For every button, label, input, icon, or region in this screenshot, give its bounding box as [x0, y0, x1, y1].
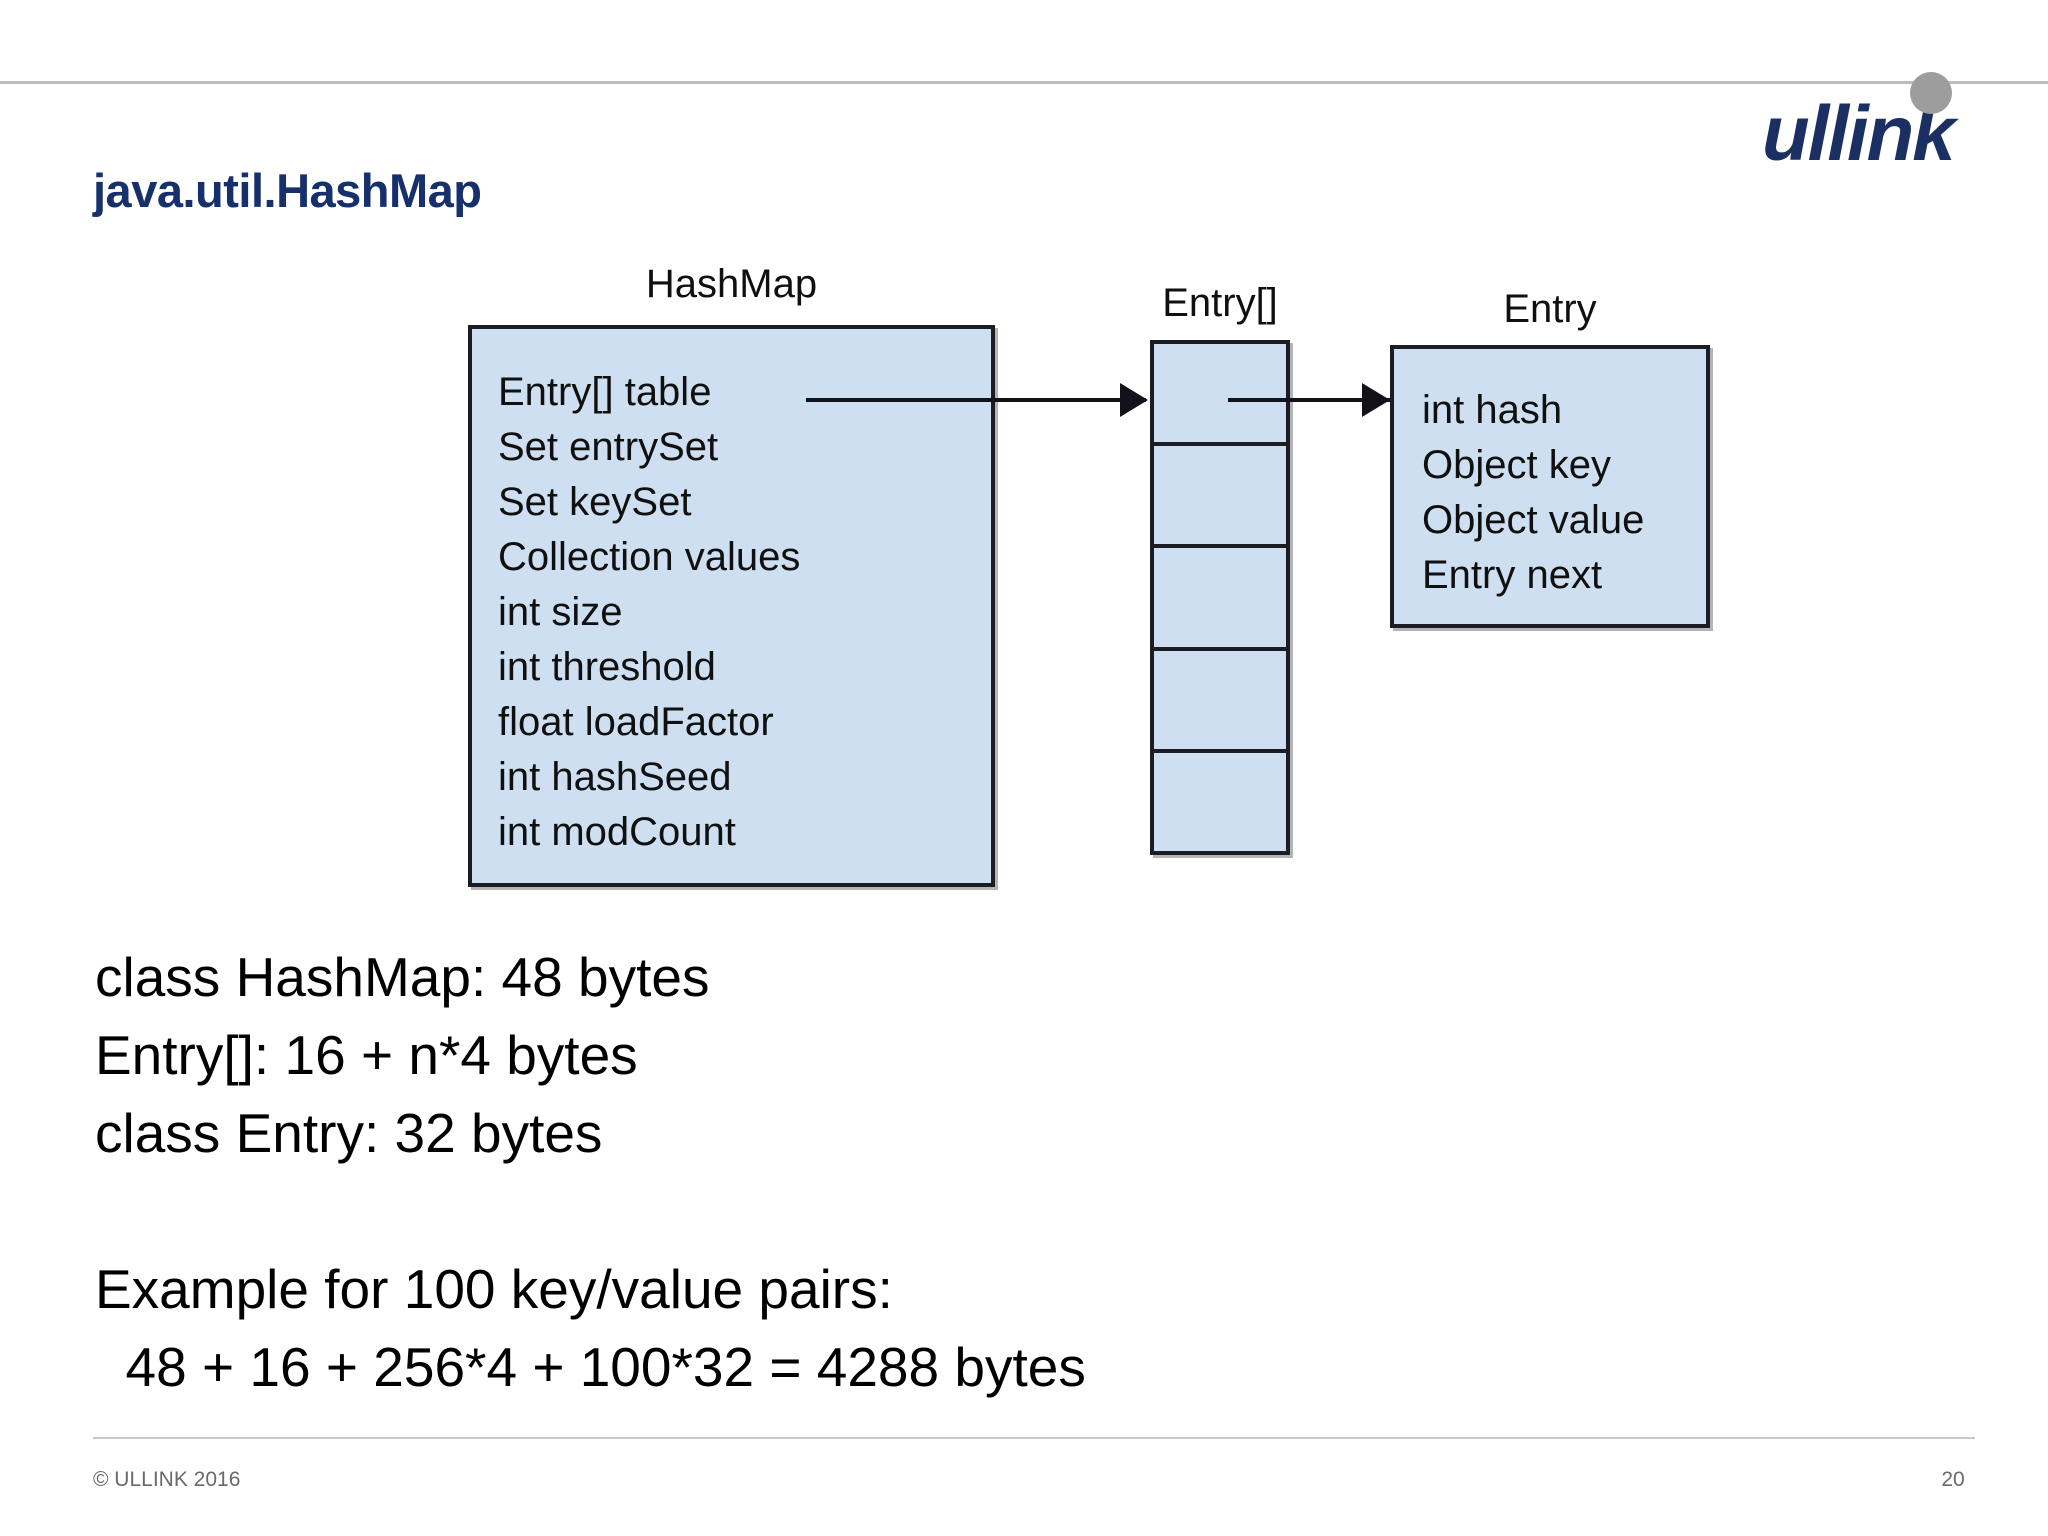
- entry-array-cell: [1154, 344, 1286, 447]
- hashmap-field: int threshold: [498, 645, 716, 689]
- entry-field-list: int hash Object key Object value Entry n…: [1422, 383, 1644, 603]
- hashmap-field: int modCount: [498, 810, 736, 854]
- body-line: 48 + 16 + 256*4 + 100*32 = 4288 bytes: [95, 1336, 1086, 1398]
- body-line-blank: [95, 1172, 1695, 1250]
- entry-array-box: [1150, 340, 1290, 855]
- entry-field: Object value: [1422, 498, 1645, 542]
- array-to-entry-arrow-head-icon: [1362, 383, 1390, 417]
- body-line: class Entry: 32 bytes: [95, 1102, 603, 1164]
- body-line: Example for 100 key/value pairs:: [95, 1258, 893, 1320]
- body-line: Entry[]: 16 + n*4 bytes: [95, 1024, 638, 1086]
- hashmap-field-list: Entry[] table Set entrySet Set keySet Co…: [498, 365, 800, 860]
- footer-divider: [93, 1437, 1975, 1439]
- ullink-logo: ullink: [1762, 72, 2022, 178]
- table-to-array-arrow-line: [806, 398, 1146, 402]
- entry-field: int hash: [1422, 388, 1563, 432]
- entry-array-label: Entry[]: [1162, 281, 1278, 325]
- hashmap-field: int size: [498, 590, 623, 634]
- hashmap-field: float loadFactor: [498, 700, 774, 744]
- entry-array-cell: [1154, 446, 1286, 549]
- page-title: java.util.HashMap: [93, 164, 482, 217]
- hashmap-field: int hashSeed: [498, 755, 732, 799]
- hashmap-box-label: HashMap: [645, 262, 818, 306]
- entry-field: Object key: [1422, 443, 1611, 487]
- entry-array-cell: [1154, 651, 1286, 753]
- hashmap-field: Set keySet: [498, 480, 692, 524]
- copyright-text: © ULLINK 2016: [93, 1468, 241, 1491]
- hashmap-field: Entry[] table: [498, 370, 712, 414]
- hashmap-field: Set entrySet: [498, 425, 719, 469]
- entry-array-cell: [1154, 753, 1286, 851]
- header-divider: [0, 81, 2048, 84]
- entry-box-label: Entry: [1503, 287, 1597, 331]
- entry-array-cell: [1154, 548, 1286, 651]
- logo-dot-icon: [1910, 72, 1952, 114]
- entry-class-box: [1390, 345, 1710, 628]
- body-text-block: class HashMap: 48 bytes Entry[]: 16 + n*…: [95, 938, 1695, 1406]
- table-to-array-arrow-head-icon: [1120, 383, 1148, 417]
- array-to-entry-arrow-line: [1228, 398, 1390, 402]
- entry-field: Entry next: [1422, 553, 1603, 597]
- body-line: class HashMap: 48 bytes: [95, 946, 710, 1008]
- hashmap-class-box: [468, 325, 995, 887]
- page-number: 20: [1941, 1468, 1965, 1491]
- hashmap-field: Collection values: [498, 535, 801, 579]
